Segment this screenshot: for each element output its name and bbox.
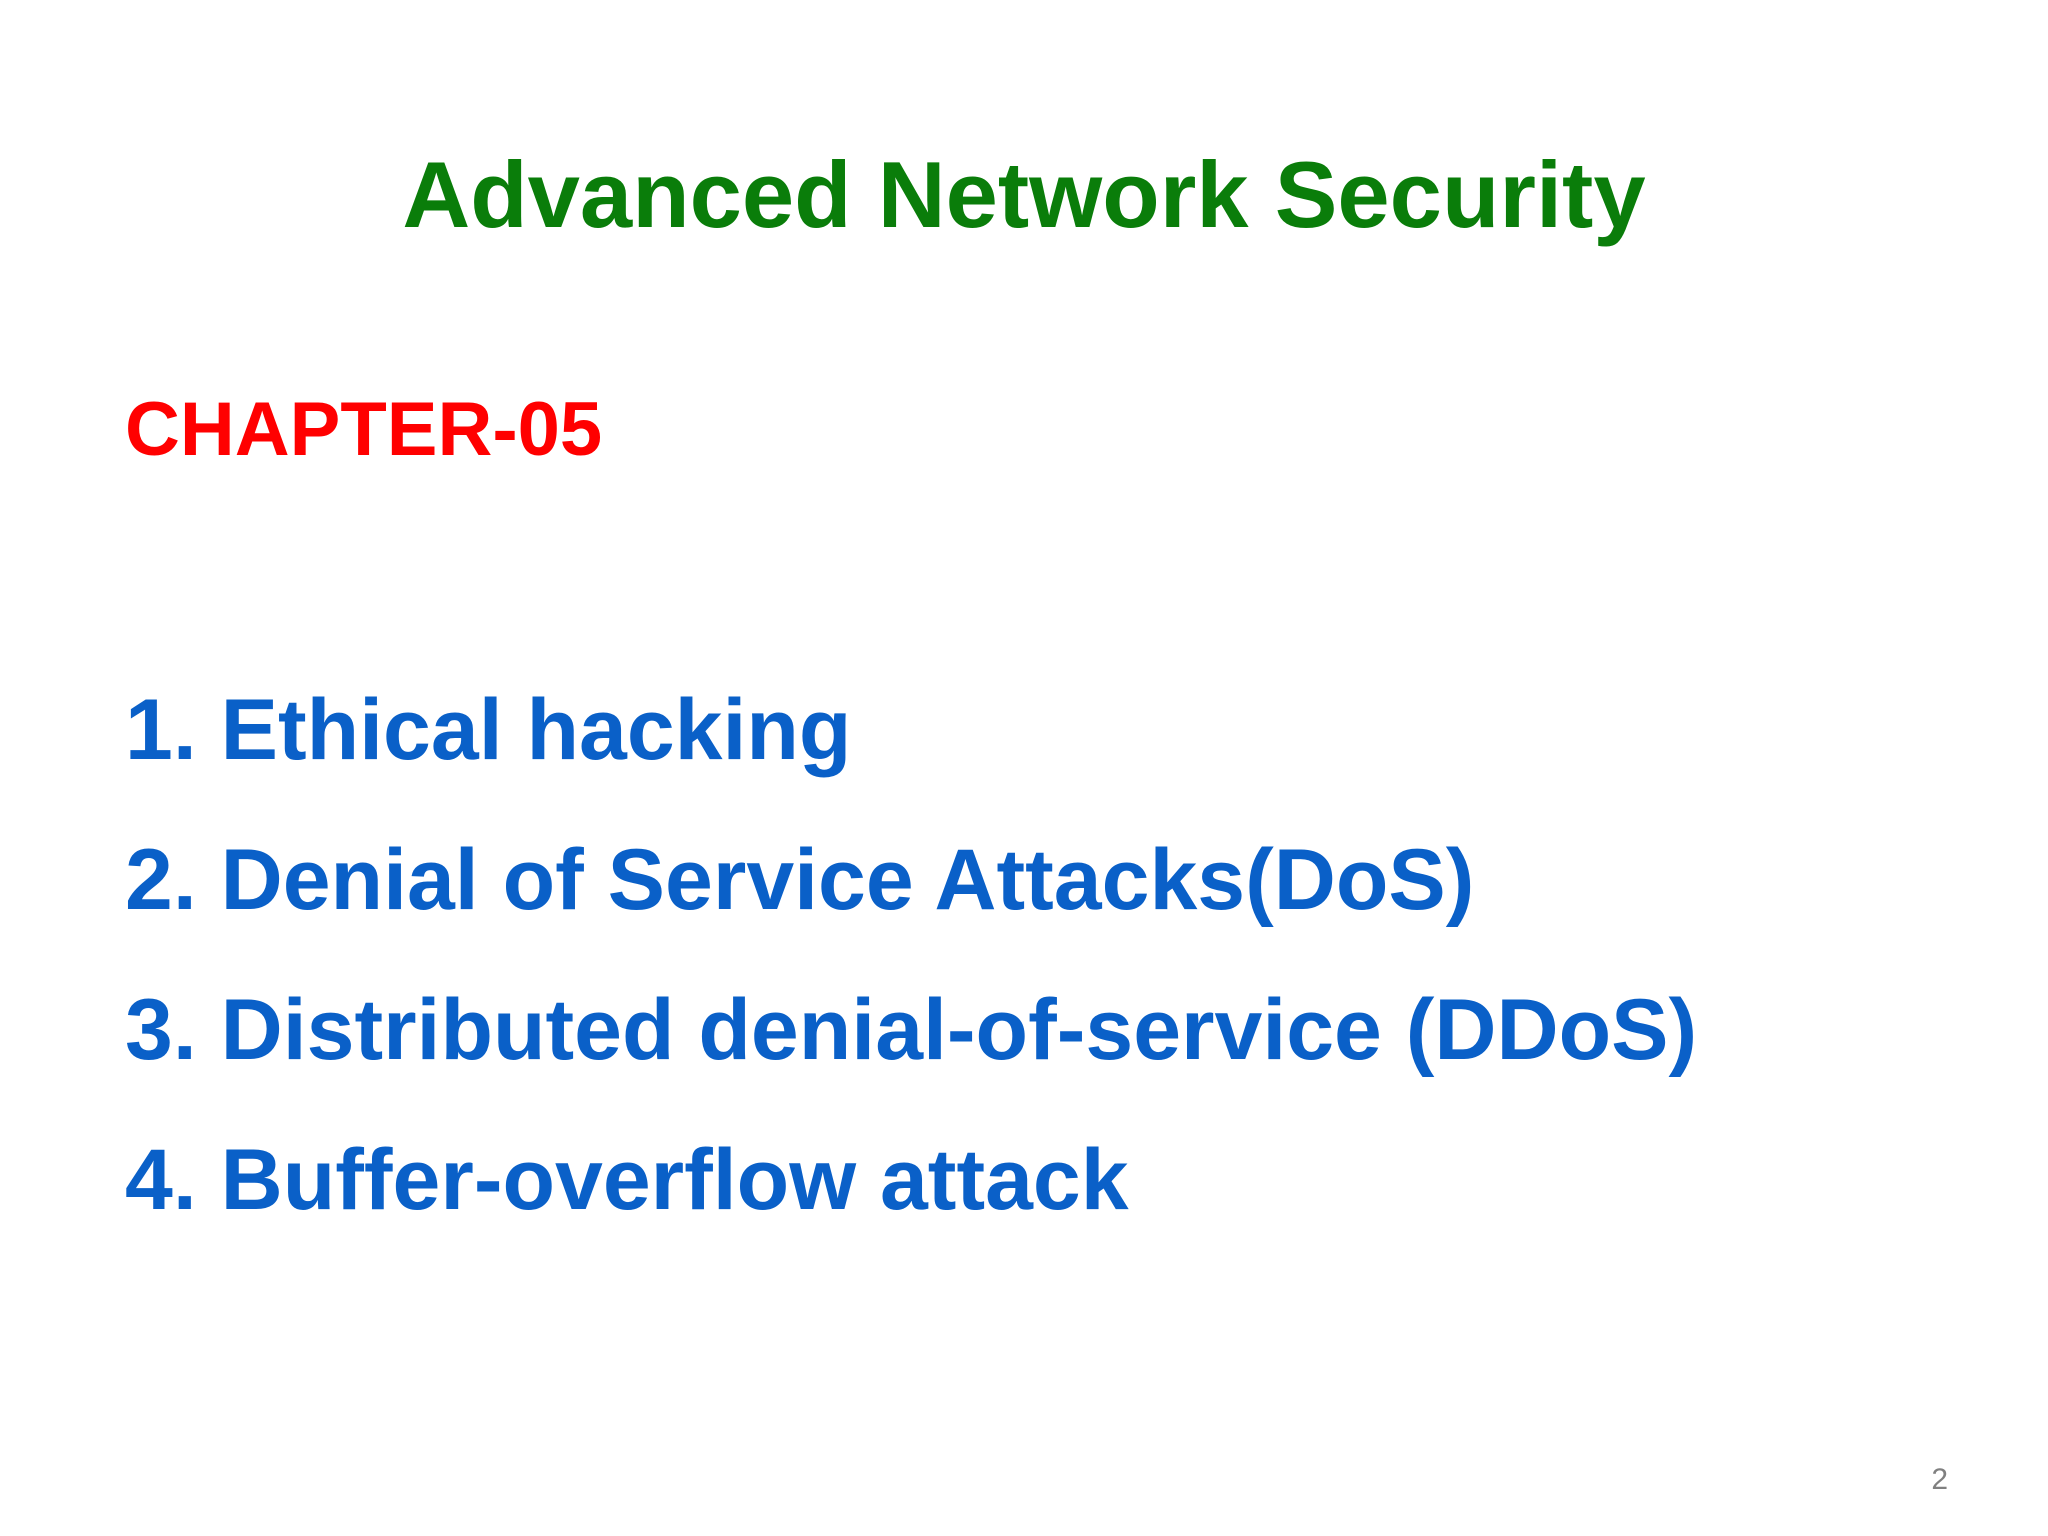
page-number: 2 [1931, 1463, 1948, 1496]
topic-item: 3. Distributed denial-of-service (DDoS) [125, 982, 1698, 1078]
slide-title: Advanced Network Security [402, 142, 1646, 247]
topic-item: 1. Ethical hacking [125, 682, 852, 778]
chapter-label: CHAPTER-05 [125, 387, 603, 472]
topic-item: 2. Denial of Service Attacks(DoS) [125, 832, 1475, 928]
topic-list: 1. Ethical hacking 2. Denial of Service … [125, 655, 1697, 1255]
topic-item: 4. Buffer-overflow attack [125, 1132, 1129, 1228]
